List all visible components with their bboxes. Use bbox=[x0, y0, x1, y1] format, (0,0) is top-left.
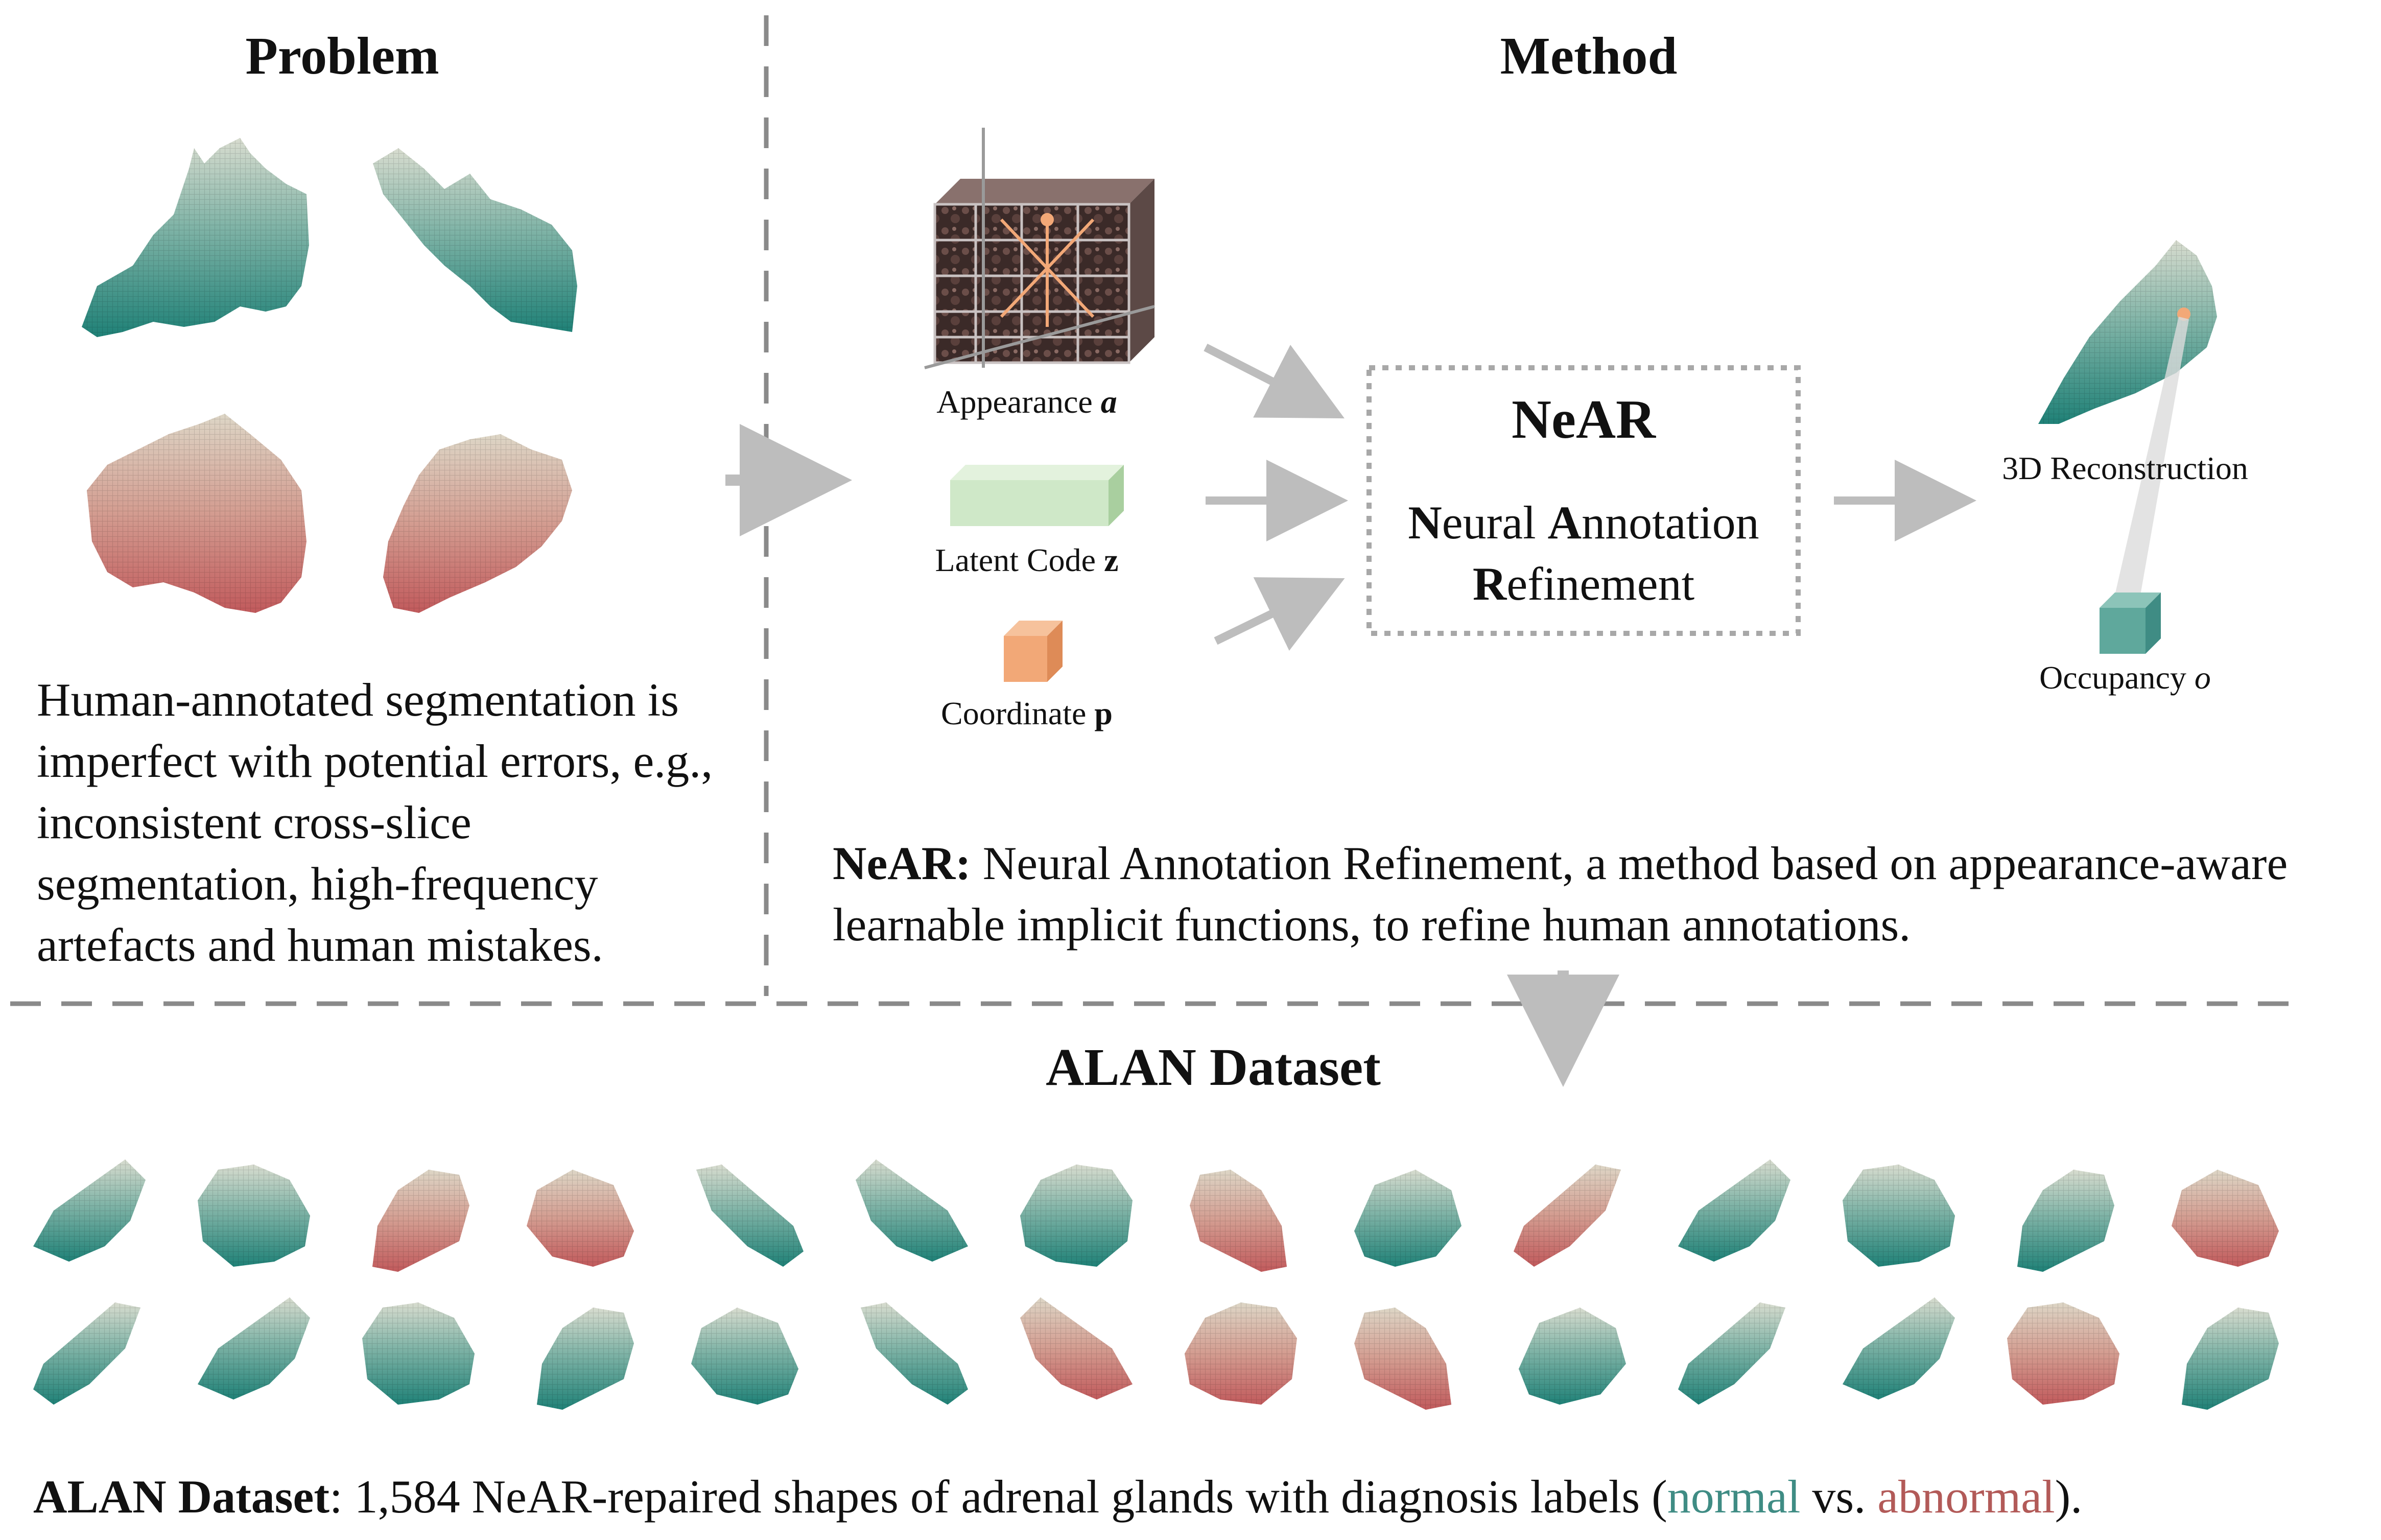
dataset-shape-normal bbox=[362, 1302, 475, 1405]
near-subtitle-line2: Refinement bbox=[1472, 558, 1695, 610]
dataset-shape-normal bbox=[1678, 1159, 1790, 1262]
reconstruction-shape bbox=[2038, 240, 2217, 424]
dataset-shape-normal bbox=[1843, 1297, 1955, 1400]
appearance-arrow bbox=[1204, 343, 1345, 419]
dataset-title: ALAN Dataset bbox=[1046, 1038, 1381, 1097]
near-title: NeAR bbox=[1512, 389, 1656, 450]
dataset-shape-abnormal bbox=[527, 1170, 634, 1267]
coordinate-arrow bbox=[1214, 577, 1345, 651]
dataset-shape-abnormal bbox=[2007, 1302, 2119, 1405]
dataset-shape-abnormal bbox=[372, 1170, 469, 1272]
method-title: Method bbox=[1500, 27, 1678, 85]
coordinate-symbol: p bbox=[1094, 695, 1113, 731]
dataset-shape-normal bbox=[1354, 1170, 1461, 1267]
dataset-shape-normal bbox=[1020, 1165, 1133, 1267]
dataset-shape-grid bbox=[33, 1159, 2279, 1410]
dataset-shape-normal bbox=[691, 1308, 798, 1405]
dataset-shape-normal bbox=[2017, 1170, 2114, 1272]
latent-symbol: z bbox=[1104, 542, 1119, 578]
dataset-shape-normal bbox=[1843, 1165, 1955, 1267]
dataset-shape-abnormal bbox=[1020, 1297, 1133, 1400]
dataset-shape-abnormal bbox=[1514, 1165, 1621, 1267]
dataset-shape-normal bbox=[1519, 1308, 1626, 1405]
problem-shape-4 bbox=[383, 434, 572, 613]
dataset-shape-normal bbox=[33, 1159, 146, 1262]
problem-shape-2 bbox=[373, 148, 577, 332]
dataset-shape-abnormal bbox=[1185, 1302, 1297, 1405]
occupancy-symbol: o bbox=[2194, 659, 2211, 696]
problem-description: Human-annotated segmentation is imperfec… bbox=[37, 674, 713, 971]
dataset-shape-normal bbox=[198, 1297, 310, 1400]
dataset-shape-normal bbox=[1678, 1302, 1785, 1405]
dataset-shape-normal bbox=[696, 1165, 804, 1267]
dataset-shape-abnormal bbox=[2172, 1170, 2279, 1267]
problem-shape-1 bbox=[82, 138, 309, 337]
appearance-volume-icon bbox=[924, 128, 1155, 369]
method-caption: NeAR: Neural Annotation Refinement, a me… bbox=[833, 837, 2288, 951]
occupancy-box bbox=[2100, 593, 2161, 654]
dataset-shape-abnormal bbox=[1190, 1170, 1287, 1272]
reconstruction-label: 3D Reconstruction bbox=[2002, 450, 2248, 486]
abnormal-label: abnormal bbox=[1877, 1471, 2055, 1523]
dataset-caption: ALAN Dataset: 1,584 NeAR-repaired shapes… bbox=[33, 1471, 2083, 1523]
latent-label: Latent Code z bbox=[935, 542, 1119, 578]
query-beam bbox=[2115, 317, 2189, 595]
coordinate-box bbox=[1004, 621, 1063, 682]
dataset-shape-normal bbox=[33, 1302, 140, 1405]
latent-code-box bbox=[950, 465, 1124, 526]
dataset-shape-abnormal bbox=[1354, 1308, 1451, 1410]
appearance-label: Appearance a bbox=[936, 384, 1117, 420]
dataset-shape-normal bbox=[198, 1165, 310, 1267]
normal-label: normal bbox=[1667, 1471, 1801, 1523]
occupancy-label: Occupancy o bbox=[2039, 659, 2211, 696]
dataset-shape-normal bbox=[861, 1302, 968, 1405]
dataset-shape-normal bbox=[856, 1159, 968, 1262]
dataset-shape-normal bbox=[2182, 1308, 2279, 1410]
dataset-shape-normal bbox=[537, 1308, 634, 1410]
problem-shape-3 bbox=[87, 414, 307, 613]
problem-title: Problem bbox=[245, 27, 439, 85]
near-box bbox=[1366, 365, 1801, 636]
near-subtitle-line1: Neural Annotation bbox=[1408, 496, 1759, 549]
appearance-symbol: a bbox=[1100, 384, 1117, 420]
coordinate-label: Coordinate p bbox=[941, 695, 1113, 731]
